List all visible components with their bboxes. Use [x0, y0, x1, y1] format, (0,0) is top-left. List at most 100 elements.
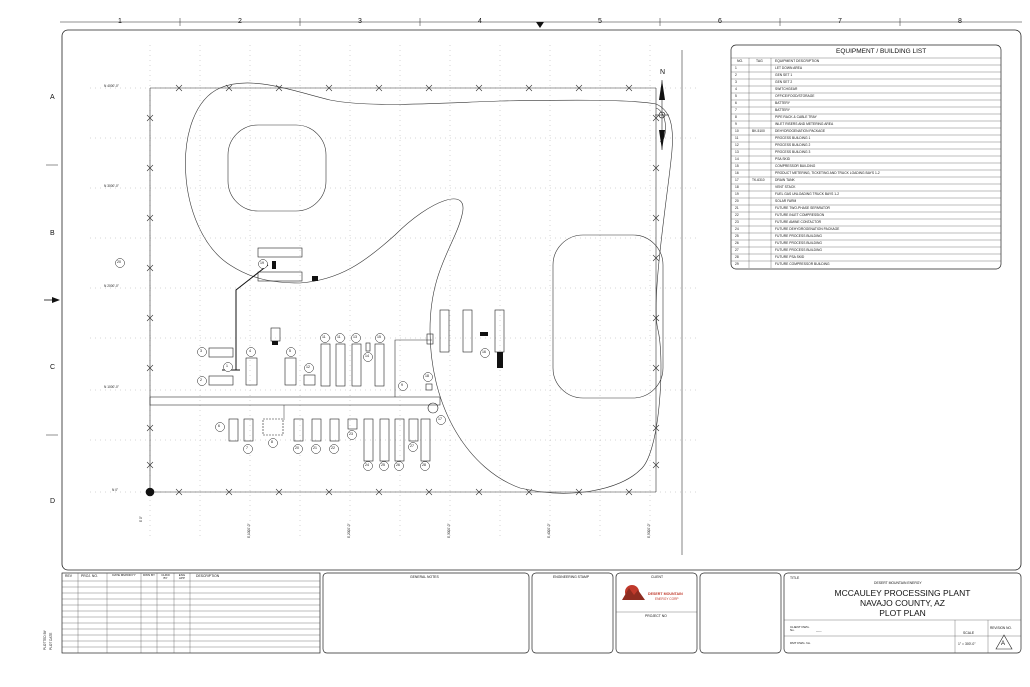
eq-row-desc: FUTURE PROCESS BUILDING — [775, 233, 822, 238]
equipment-footprints — [208, 247, 505, 462]
callout-28: 27 — [410, 444, 414, 448]
rev-header-date: DATE MM/DD/YY — [112, 573, 136, 577]
zone-col-5: 5 — [598, 18, 602, 25]
eq-row-desc: BATTERY — [775, 100, 790, 105]
eq-row-no: 26 — [735, 240, 739, 245]
callout-6: 6 — [218, 424, 220, 428]
rev-header-rev: REV — [65, 574, 72, 578]
callout-12: 12 — [306, 365, 310, 369]
callout-26: 25 — [381, 463, 385, 467]
callout-16: 16 — [482, 350, 486, 354]
eq-row-desc: DRAIN TANK — [775, 177, 795, 182]
access-road — [185, 82, 673, 494]
gas-line — [235, 264, 269, 370]
rev-header-desc: DESCRIPTION — [196, 574, 220, 578]
callout-18: 18 — [425, 374, 429, 378]
eq-row-desc: BATTERY — [775, 107, 790, 112]
client-logo-line2: ENERGY CORP — [655, 597, 679, 601]
client-label: CLIENT — [651, 575, 664, 579]
callout-29: 28 — [422, 463, 426, 467]
grid-label-n4000: N 4000'-0" — [104, 84, 119, 88]
eq-row-desc: FUTURE AMINE CONTACTOR — [775, 219, 822, 224]
equipment-list-grid — [731, 57, 1001, 268]
eq-row-no: 1 — [735, 65, 737, 70]
drawing-title-line1: MCCAULEY PROCESSING PLANT — [834, 588, 971, 598]
rev-header-eng: ENG APP — [178, 573, 186, 580]
eq-row-no: 17 — [735, 177, 739, 182]
revision-triangle — [995, 634, 1013, 650]
eq-row-desc: SWITCHGEAR — [775, 86, 798, 91]
fence-x-marks — [146, 84, 660, 496]
fence-line — [149, 87, 657, 493]
revision-no-label: REVISION NO. — [990, 626, 1012, 630]
callout-17: 17 — [438, 417, 442, 421]
callout-13: 13 — [353, 335, 357, 339]
eq-row-no: 5 — [735, 93, 737, 98]
dmt-dwg-label: DMT DWG. No. — [790, 641, 811, 645]
zone-col-1: 1 — [118, 18, 122, 25]
eq-header-desc: EQUIPMENT DESCRIPTION — [775, 59, 820, 63]
eq-row-desc: INLET RISERS AND METERING AREA — [775, 121, 834, 126]
eq-row-no: 11 — [735, 135, 739, 140]
eq-row-no: 7 — [735, 107, 737, 112]
inner-island-left — [227, 124, 327, 212]
rev-header-dwn: DWN BY — [143, 573, 155, 577]
eq-row-desc: FUTURE INLET COMPRESSION — [775, 212, 825, 217]
eq-row-desc: SOLAR FARM — [775, 198, 797, 203]
left-center-arrow — [52, 297, 60, 303]
eq-row-desc: PROCESS BUILDING 2 — [775, 142, 811, 147]
callout-19: 19 — [260, 261, 264, 265]
eq-row-desc: FUTURE COMPRESSOR BUILDING — [775, 261, 830, 266]
revision-table-grid — [62, 573, 1021, 653]
callout-23: 22 — [331, 446, 335, 450]
eq-row-no: 3 — [735, 79, 737, 84]
equipment-solid — [272, 261, 503, 368]
callout-14: 14 — [365, 354, 369, 358]
eq-row-no: 13 — [735, 149, 739, 154]
drawing-title-line2: NAVAJO COUNTY, AZ — [859, 598, 946, 608]
eq-row-desc: FUTURE PROCESS BUILDING — [775, 247, 822, 252]
eq-row-no: 27 — [735, 247, 739, 252]
eq-row-desc: GEN SET 2 — [775, 79, 793, 84]
eq-row-no: 18 — [735, 184, 739, 189]
eq-row-no: 15 — [735, 163, 739, 168]
callout-8: 8 — [271, 440, 273, 444]
plot-date: PLOT DATE — [49, 632, 53, 650]
grid-label-e4000: E 4000'-0" — [547, 523, 551, 538]
eq-row-no: 22 — [735, 212, 739, 217]
eq-row-no: 14 — [735, 156, 739, 161]
scale-value: 1" = 300'-0" — [958, 642, 976, 646]
callout-24: 23 — [349, 432, 353, 436]
eq-row-no: 9 — [735, 121, 737, 126]
eq-row-desc: FUTURE TWO-PHASE SEPARATOR — [775, 205, 830, 210]
client-dwg-label: CLIENT DWG. No. — [790, 625, 810, 632]
eq-row-no: 2 — [735, 72, 737, 77]
revision-no-value: A — [1001, 641, 1006, 647]
zone-col-2: 2 — [238, 18, 242, 25]
zone-col-6: 6 — [718, 18, 722, 25]
callout-11b: 11 — [337, 335, 341, 339]
title-block-frames — [61, 572, 1022, 654]
eq-row-no: 24 — [735, 226, 739, 231]
eq-row-desc: PROCESS BUILDING 3 — [775, 149, 811, 154]
zone-col-8: 8 — [958, 18, 962, 25]
company-name: DESERT MOUNTAIN ENERGY — [874, 581, 922, 585]
equipment-list-title: EQUIPMENT / BUILDING LIST — [836, 48, 927, 55]
eq-row-desc: LET DOWN AREA — [775, 65, 803, 70]
zone-col-7: 7 — [838, 18, 842, 25]
inner-island-right — [552, 234, 664, 399]
north-label: N — [660, 69, 666, 76]
grid-label-n0: N 0" — [112, 488, 119, 492]
eq-row-desc: PIPE RACK & CABLE TRAY — [775, 114, 817, 119]
callout-27: 26 — [396, 463, 400, 467]
eq-row-desc: OFFICE/FOOD/STORAGE — [775, 93, 815, 98]
callout-9: 9 — [401, 383, 403, 387]
eq-row-no: 19 — [735, 191, 739, 196]
project-no-label: PROJECT NO — [645, 614, 667, 618]
drawing-frame — [61, 29, 1022, 571]
eq-row-desc: FUTURE DEHYDROGENATION PACKAGE — [775, 226, 840, 231]
eq-row-no: 16 — [735, 170, 739, 175]
eq-row-no: 29 — [735, 261, 739, 266]
title-label: TITLE — [790, 576, 800, 580]
